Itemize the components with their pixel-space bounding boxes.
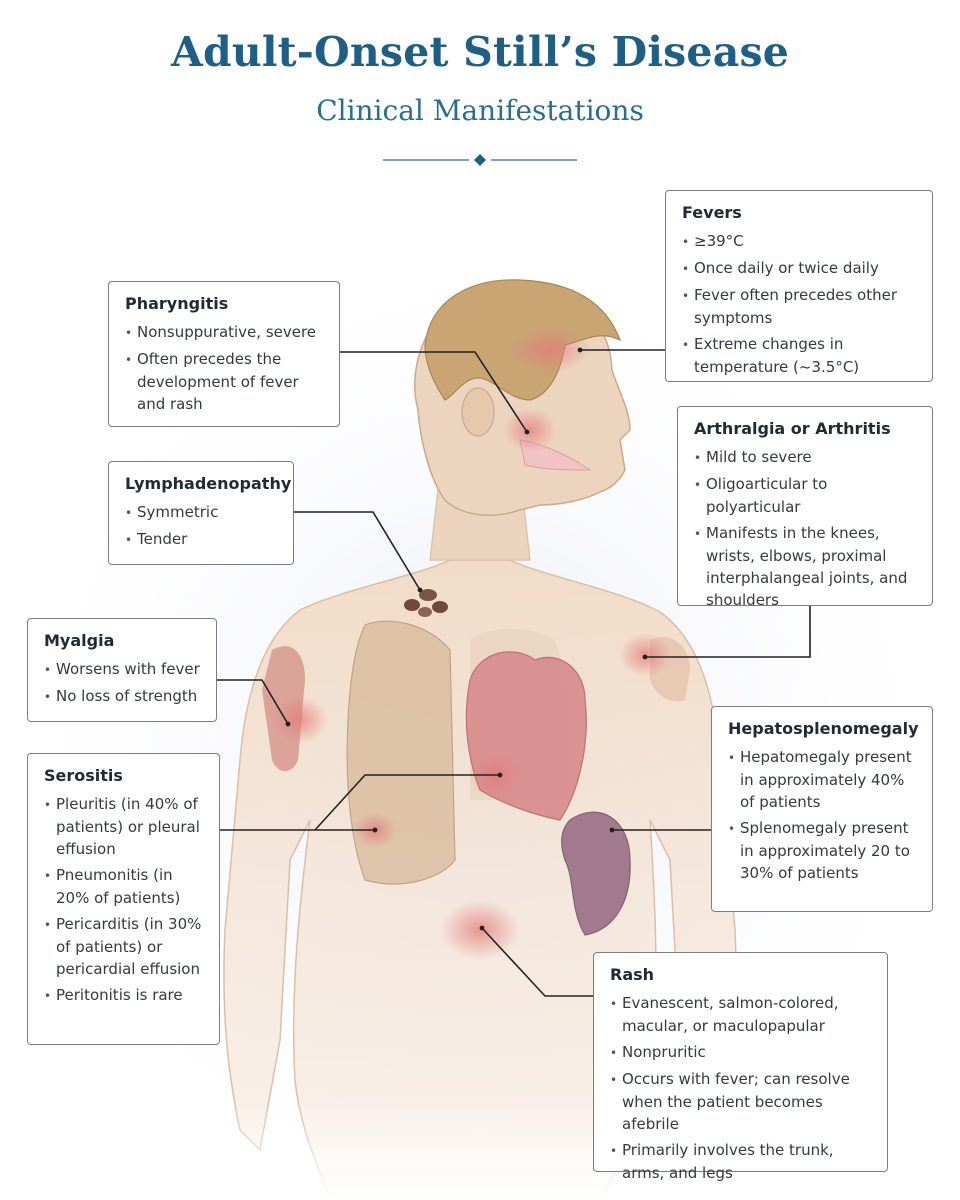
hepatosplenomegaly-title: Hepatosplenomegaly — [728, 719, 919, 738]
list-item: Hepatomegaly present in approximately 40… — [728, 746, 922, 813]
list-item: Worsens with fever — [44, 658, 206, 681]
list-item: Splenomegaly present in approximately 20… — [728, 817, 922, 884]
serositis-box: Serositis Pleuritis (in 40% of patients)… — [27, 753, 220, 1045]
spleen — [561, 811, 631, 936]
serositis-list: Pleuritis (in 40% of patients) or pleura… — [44, 793, 209, 1007]
arthralgia-title: Arthralgia or Arthritis — [694, 419, 891, 438]
myalgia-box: Myalgia Worsens with fever No loss of st… — [27, 618, 217, 722]
lymphadenopathy-box: Lymphadenopathy Symmetric Tender — [108, 461, 294, 565]
leader-pharyngitis — [338, 351, 528, 433]
leader-lines — [216, 349, 811, 997]
pharyngitis-box: Pharyngitis Nonsuppurative, severe Often… — [108, 281, 340, 427]
list-item: Pleuritis (in 40% of patients) or pleura… — [44, 793, 209, 860]
rash-list: Evanescent, salmon-colored, macular, or … — [610, 992, 877, 1184]
pharyngitis-title: Pharyngitis — [125, 294, 229, 313]
hepatosplenomegaly-box: Hepatosplenomegaly Hepatomegaly present … — [711, 706, 933, 912]
pharyngitis-list: Nonsuppurative, severe Often precedes th… — [125, 321, 329, 415]
hepatosplenomegaly-list: Hepatomegaly present in approximately 40… — [728, 746, 922, 884]
fevers-title: Fevers — [682, 203, 742, 222]
list-item: Once daily or twice daily — [682, 257, 922, 280]
serositis-title: Serositis — [44, 766, 123, 785]
list-item: Manifests in the knees, wrists, elbows, … — [694, 522, 922, 611]
rash-title: Rash — [610, 965, 655, 984]
list-item: Oligoarticular to polyarticular — [694, 473, 922, 518]
figure-subtitle: Clinical Manifestations — [316, 94, 644, 127]
list-item: Primarily involves the trunk, arms, and … — [610, 1139, 877, 1184]
fevers-box: Fevers ≥39°C Once daily or twice daily F… — [665, 190, 933, 382]
figure-title: Adult-Onset Still’s Disease — [170, 28, 790, 76]
rash-box: Rash Evanescent, salmon-colored, macular… — [593, 952, 888, 1182]
list-item: Symmetric — [125, 501, 283, 524]
list-item: Nonpruritic — [610, 1041, 877, 1064]
myalgia-list: Worsens with fever No loss of strength — [44, 658, 206, 708]
arthralgia-list: Mild to severe Oligoarticular to polyart… — [694, 446, 922, 611]
leader-arthralgia — [645, 606, 811, 658]
list-item: Mild to severe — [694, 446, 922, 469]
list-item: ≥39°C — [682, 230, 922, 253]
leader-serositis — [220, 774, 500, 831]
list-item: Peritonitis is rare — [44, 984, 209, 1007]
lymph-nodes — [404, 589, 448, 617]
list-item: Nonsuppurative, severe — [125, 321, 329, 344]
title-divider — [383, 154, 577, 166]
list-item: Fever often precedes other symptoms — [682, 284, 922, 329]
arthralgia-box: Arthralgia or Arthritis Mild to severe O… — [677, 406, 933, 609]
fevers-list: ≥39°C Once daily or twice daily Fever of… — [682, 230, 922, 378]
list-item: No loss of strength — [44, 685, 206, 708]
list-item: Tender — [125, 528, 283, 551]
list-item: Often precedes the development of fever … — [125, 348, 329, 415]
leader-lymphadenopathy — [293, 511, 421, 591]
leader-myalgia — [216, 679, 289, 725]
list-item: Occurs with fever; can resolve when the … — [610, 1068, 877, 1135]
lymphadenopathy-title: Lymphadenopathy — [125, 474, 292, 493]
lymphadenopathy-list: Symmetric Tender — [125, 501, 283, 551]
head — [414, 279, 631, 516]
list-item: Evanescent, salmon-colored, macular, or … — [610, 992, 877, 1037]
leader-rash — [481, 927, 594, 997]
myalgia-title: Myalgia — [44, 631, 115, 650]
list-item: Extreme changes in temperature (~3.5°C) — [682, 333, 922, 378]
list-item: Pericarditis (in 30% of patients) or per… — [44, 913, 209, 980]
list-item: Pneumonitis (in 20% of patients) — [44, 864, 209, 909]
